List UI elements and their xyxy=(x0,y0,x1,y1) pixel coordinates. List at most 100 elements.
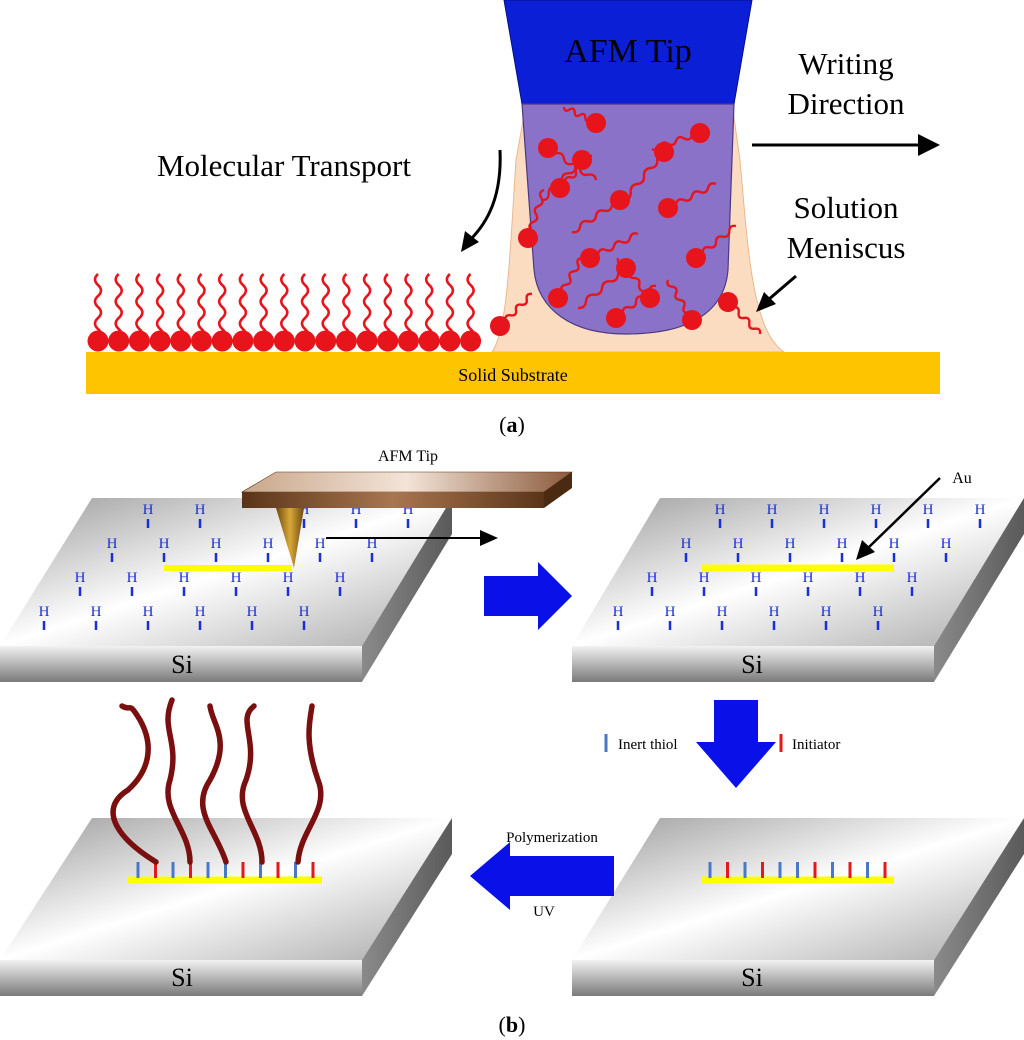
writing-direction-line1: Writing xyxy=(798,46,893,81)
hydrogen-atom: H xyxy=(335,570,346,586)
molecule-tail xyxy=(424,273,434,341)
hydrogen-atom: H xyxy=(769,604,780,620)
uv-label: UV xyxy=(533,904,555,920)
polymer-brush xyxy=(165,697,193,865)
molecule-tail xyxy=(466,273,475,341)
hydrogen-atom: H xyxy=(351,502,362,518)
hydrogen-atom: H xyxy=(263,536,274,552)
hydrogen-atom: H xyxy=(855,570,866,586)
molecule-tail xyxy=(238,273,248,341)
polymer-brush xyxy=(110,703,159,865)
molecule-tail xyxy=(383,273,393,341)
afm-probe-tip xyxy=(276,508,304,568)
molecule-tail xyxy=(577,266,627,310)
panel-a-label: (a) xyxy=(499,412,525,437)
solution-meniscus-line1: Solution xyxy=(793,190,899,225)
panel-b-label: (b) xyxy=(499,1012,526,1037)
si-label-1: Si xyxy=(171,650,193,679)
thiol-sticks-4 xyxy=(708,862,887,878)
molecule-head xyxy=(606,308,626,328)
hydrogen-atom: H xyxy=(195,604,206,620)
molecule-monolayer xyxy=(87,273,482,352)
hydrogen-atom: H xyxy=(211,536,222,552)
molecule-head xyxy=(518,228,538,248)
writing-direction-line2: Direction xyxy=(787,86,905,121)
molecule-tail xyxy=(404,273,413,341)
molecule-head xyxy=(682,310,702,330)
polymerization-label: Polymerization xyxy=(506,830,598,846)
hydrogen-atom: H xyxy=(785,536,796,552)
hydrogen-atom: H xyxy=(733,536,744,552)
hydrogen-atom: H xyxy=(821,604,832,620)
scan-direction-arrowhead xyxy=(480,530,498,546)
hydrogen-atom: H xyxy=(315,536,326,552)
hydrogen-atom: H xyxy=(75,570,86,586)
molecule-tail xyxy=(114,273,123,341)
hydrogen-atom: H xyxy=(717,604,728,620)
molecule-head xyxy=(640,288,660,308)
hydrogen-atom: H xyxy=(975,502,986,518)
meniscus-arrow xyxy=(767,274,797,302)
hydrogen-atom: H xyxy=(143,502,154,518)
hydrogen-atom: H xyxy=(941,536,952,552)
molecule-head xyxy=(718,292,738,312)
si-substrate-1: Si xyxy=(0,498,452,682)
molecular-transport-arrow xyxy=(468,149,502,242)
hydrogen-atom: H xyxy=(767,502,778,518)
molecule-head xyxy=(253,330,275,352)
molecule-head xyxy=(690,123,710,143)
molecule-head xyxy=(149,330,171,352)
molecule-tail xyxy=(135,273,144,341)
hydrogen-atom: H xyxy=(107,536,118,552)
molecule-head xyxy=(586,113,606,133)
molecule-tail xyxy=(93,273,103,341)
hydrogen-atom: H xyxy=(715,502,726,518)
molecule-tail xyxy=(197,273,206,341)
si-label-3: Si xyxy=(171,963,193,992)
molecule-tail xyxy=(623,150,665,202)
molecule-head xyxy=(87,330,109,352)
gold-pointer-arrow xyxy=(867,477,941,549)
hydrogen-atom: H xyxy=(159,536,170,552)
molecule-tail xyxy=(362,273,372,341)
molecule-head xyxy=(191,330,212,352)
polymer-brush xyxy=(199,703,229,865)
molecule-head xyxy=(418,330,440,352)
molecule-head xyxy=(315,330,337,352)
meniscus-molecules xyxy=(490,106,762,336)
afm-tip-label-b: AFM Tip xyxy=(378,448,438,465)
molecule-head xyxy=(377,330,399,352)
molecule-head xyxy=(294,330,316,352)
hydrogen-atom: H xyxy=(871,502,882,518)
hydrogen-atom: H xyxy=(819,502,830,518)
molecule-tail xyxy=(321,273,330,341)
molecule-head xyxy=(398,330,419,352)
molecule-head xyxy=(548,288,568,308)
hydrogen-atom: H xyxy=(613,604,624,620)
solution-meniscus-line2: Meniscus xyxy=(787,230,906,265)
hydrogen-atom: H xyxy=(647,570,658,586)
molecule-tail xyxy=(155,273,165,341)
hydrogen-atom: H xyxy=(803,570,814,586)
hydrogen-atom: H xyxy=(665,604,676,620)
hydrogen-atom: H xyxy=(195,502,206,518)
molecule-head xyxy=(460,330,482,352)
hydrogen-atom: H xyxy=(681,536,692,552)
meniscus-arrowhead xyxy=(756,292,776,312)
hydrogen-atom: H xyxy=(247,604,258,620)
hydrogen-atom: H xyxy=(179,570,190,586)
hydrogen-atom: H xyxy=(299,604,310,620)
molecule-head xyxy=(128,330,150,352)
hydrogen-atom: H xyxy=(283,570,294,586)
hydrogen-atom: H xyxy=(923,502,934,518)
molecule-head xyxy=(356,330,378,352)
afm-tip-label: AFM Tip xyxy=(564,33,692,70)
hydrogen-atom: H xyxy=(751,570,762,586)
process-arrow-down xyxy=(696,700,776,788)
hydrogen-atom: H xyxy=(39,604,50,620)
thiol-sticks-3 xyxy=(136,862,315,878)
molecule-head xyxy=(211,330,233,352)
